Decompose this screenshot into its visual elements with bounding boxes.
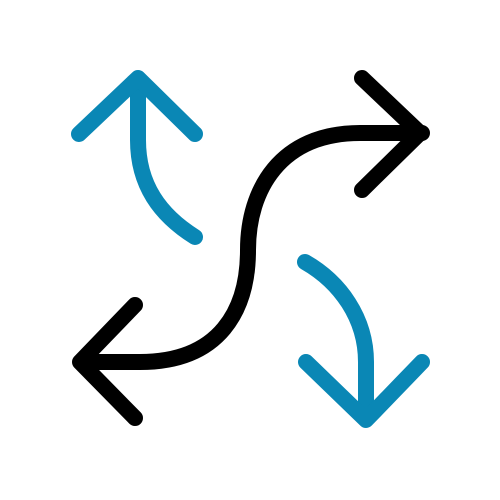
down-arrow-icon — [297, 254, 430, 428]
s-curve-double-arrow-icon — [72, 70, 430, 426]
up-arrow-icon — [71, 70, 203, 245]
down-arrow-head — [298, 354, 430, 428]
right-arrow-head — [354, 70, 428, 198]
s-curve-path — [74, 125, 430, 370]
left-arrow-head — [72, 297, 143, 426]
up-arrow-stem — [130, 72, 203, 245]
up-arrow-head — [71, 70, 203, 142]
down-arrow-stem — [297, 254, 374, 426]
